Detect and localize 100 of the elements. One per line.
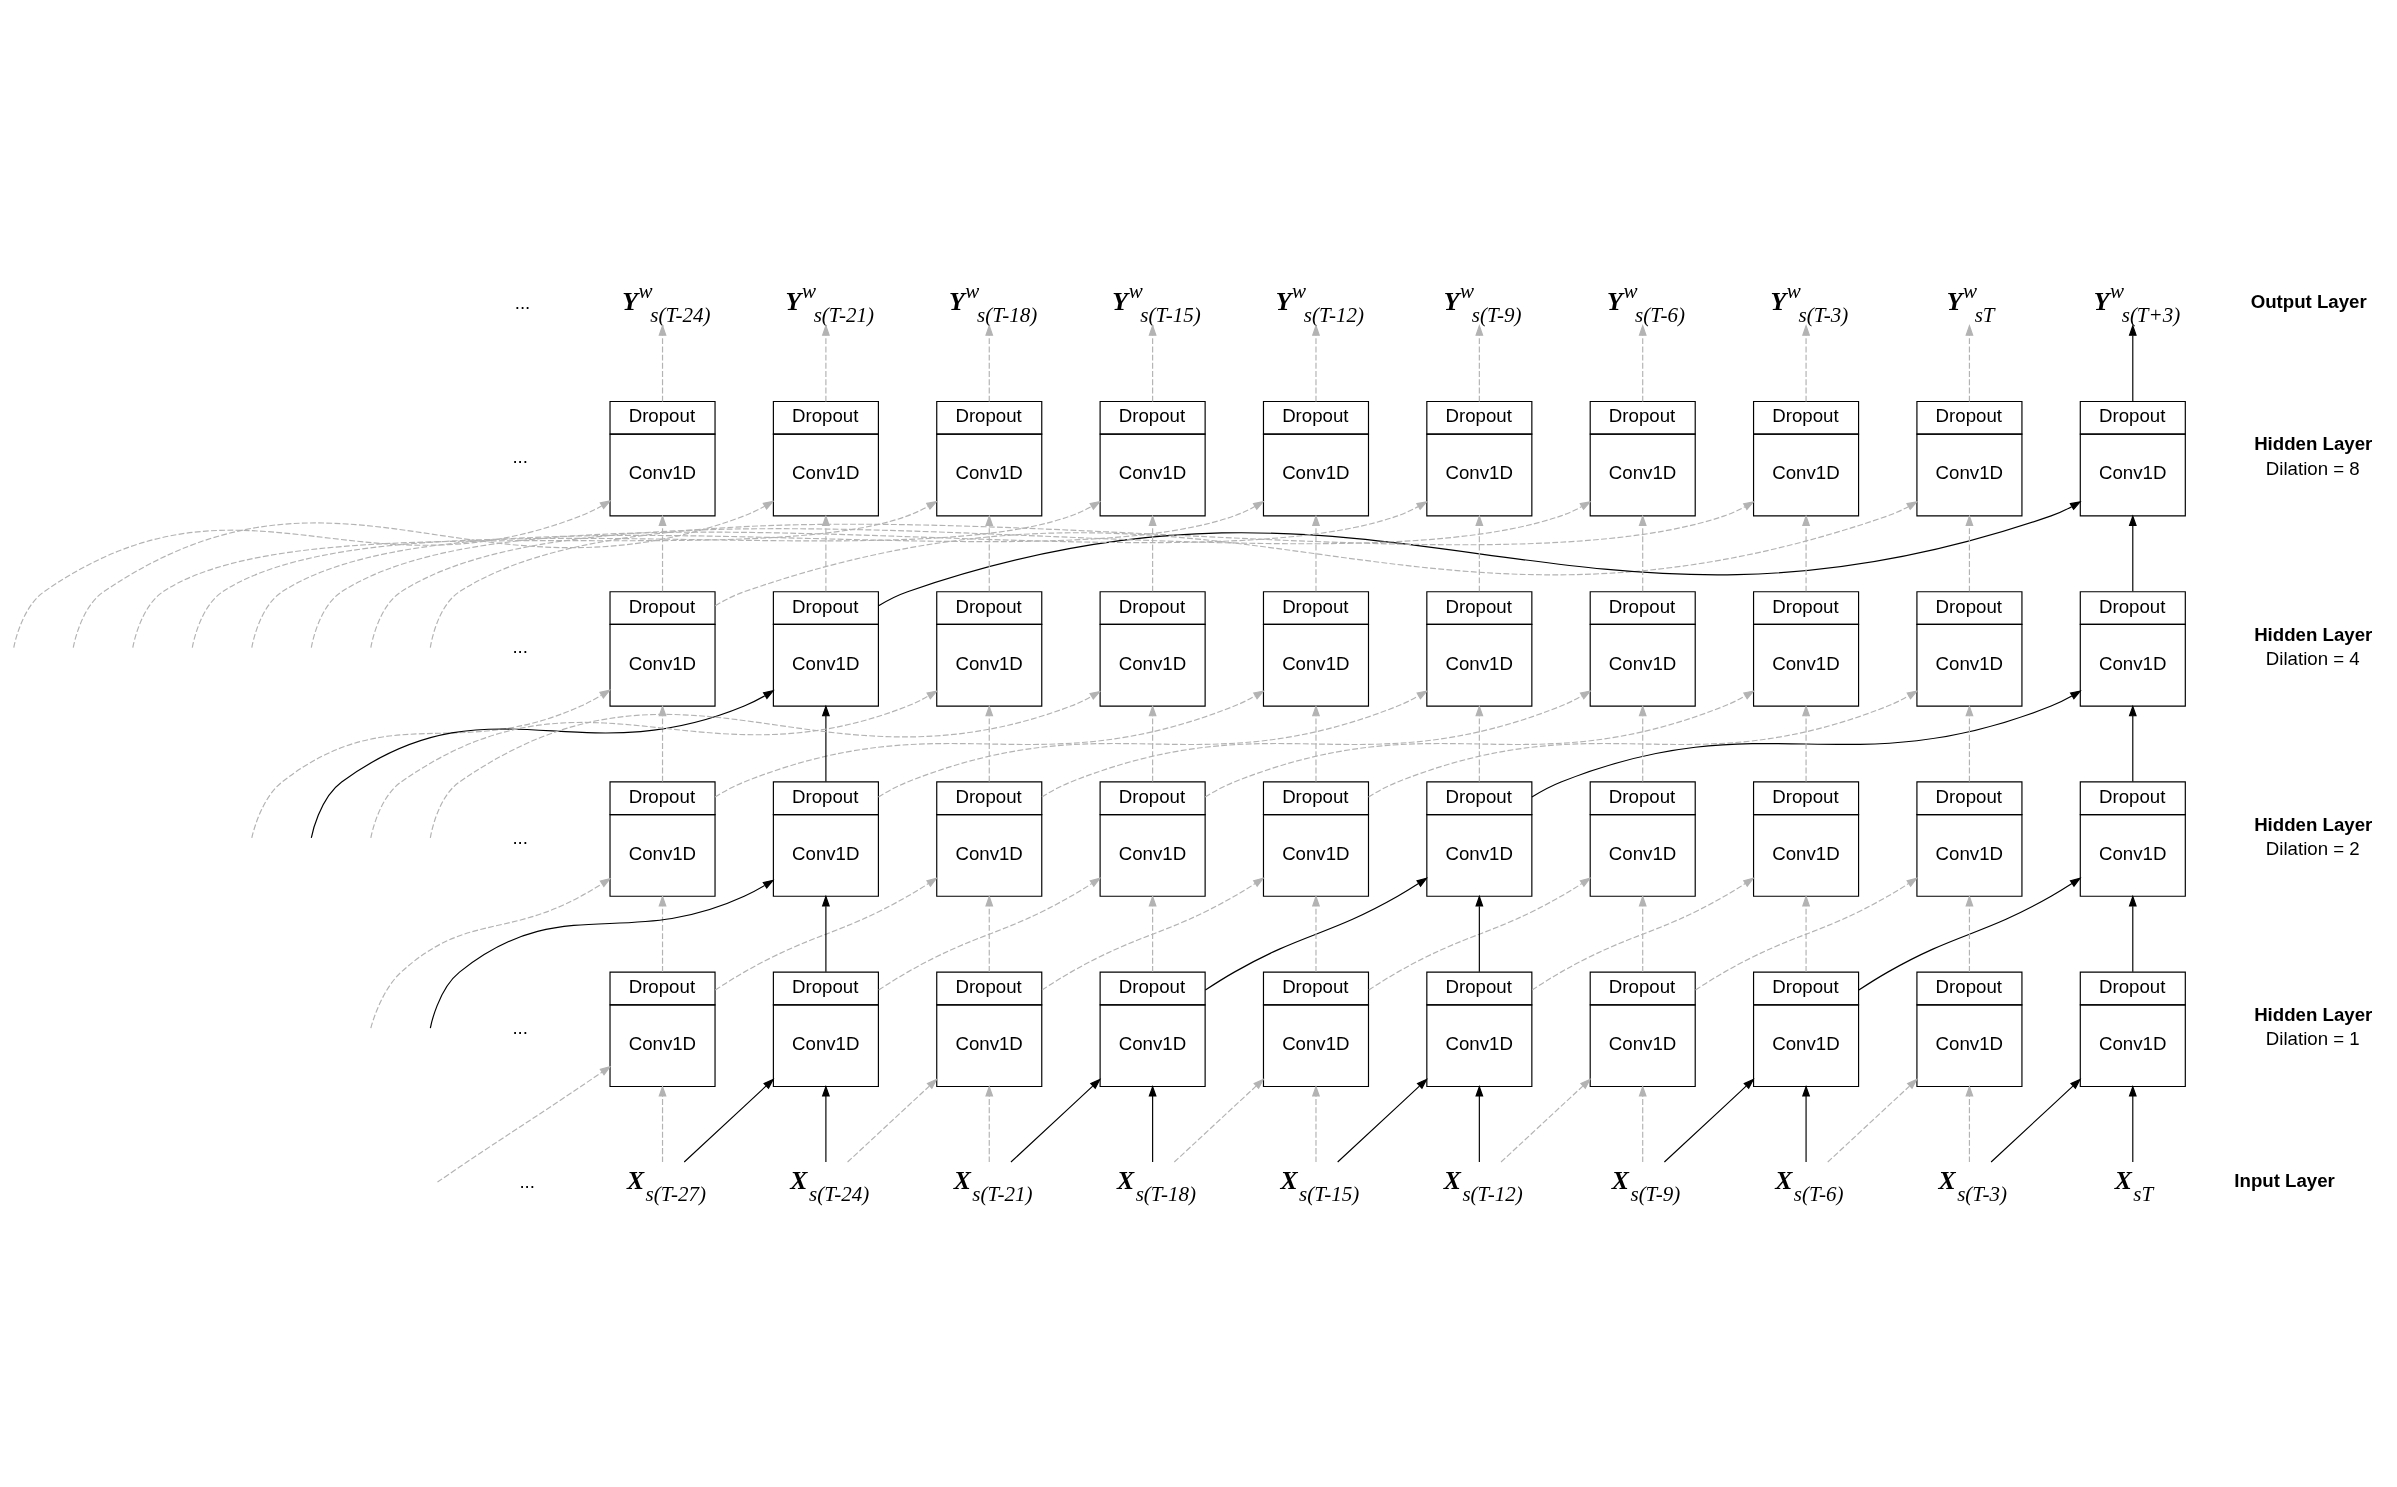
arrow (1475, 1084, 1484, 1163)
node-text: X$_{s(T-18)}$ (1117, 1165, 1196, 1206)
arrow (370, 689, 939, 838)
arrow (658, 513, 667, 592)
arrow (251, 500, 1265, 648)
arrow (1531, 689, 2082, 798)
arrow (1965, 323, 1974, 402)
arrow (2128, 894, 2137, 972)
arrow (683, 1077, 775, 1163)
arrow (985, 513, 994, 592)
node-text: X$_{s(T-12)}$ (1443, 1165, 1523, 1206)
arrow (1827, 1077, 1918, 1163)
arrow (1368, 876, 1592, 991)
arrow (370, 877, 612, 1029)
arrow (658, 323, 667, 402)
arrow (1965, 1084, 1974, 1163)
arrow (2128, 513, 2137, 592)
arrow (1801, 894, 1811, 972)
arrow (878, 876, 1102, 991)
arrow (2128, 1084, 2137, 1163)
arrow (658, 704, 667, 782)
arrow (1475, 323, 1484, 402)
arrow (1475, 704, 1484, 782)
arrow (2128, 704, 2137, 782)
arrow (877, 689, 1429, 798)
node-text: X$_{s(T-24)}$ (790, 1165, 870, 1206)
arrow (1638, 323, 1647, 402)
arrow (985, 704, 994, 782)
arrow (985, 894, 994, 972)
arrow (1204, 876, 1429, 991)
arrow (1337, 1077, 1428, 1163)
arrow (1965, 513, 1974, 592)
arrow (847, 1077, 938, 1163)
label: Dilation = 8 (2265, 457, 2360, 479)
node-text: X$_{s(T-6)}$ (1775, 1165, 1844, 1206)
label: Dilation = 4 (2265, 647, 2360, 669)
arrow (1475, 513, 1484, 592)
arrow (13, 499, 612, 648)
arrow (1148, 1084, 1157, 1163)
arrow (1311, 894, 1321, 972)
arrow (429, 500, 1755, 648)
node-text: X$_{s(T-3)}$ (1938, 1165, 2007, 1206)
arrow (310, 500, 1429, 648)
arrow (714, 689, 1265, 798)
arrow (1475, 894, 1484, 972)
label: ... (514, 291, 531, 313)
label: ... (512, 1016, 528, 1038)
node-text: X$_{s(T-21)}$ (953, 1165, 1033, 1206)
arrow (1148, 513, 1157, 592)
label: ... (519, 1170, 535, 1192)
arrow (658, 1084, 667, 1163)
label: Dilation = 2 (2265, 837, 2360, 859)
arrow (1500, 1077, 1592, 1163)
arrow (1638, 894, 1647, 972)
label: ... (512, 826, 528, 848)
node-text: X$_{s(T-15)}$ (1280, 1165, 1360, 1206)
arrow (985, 1084, 994, 1163)
node-text: X$_{s(T-9)}$ (1611, 1165, 1681, 1206)
arrow (1531, 876, 1755, 991)
label: Dilation = 1 (2265, 1027, 2360, 1049)
label: ... (512, 635, 528, 657)
arrow (821, 513, 830, 592)
node-text: X$_{sT}$ (2114, 1165, 2154, 1206)
arrow (1311, 323, 1321, 402)
arrow (1311, 513, 1321, 592)
arrow (1311, 1084, 1321, 1163)
arrow (1801, 1084, 1811, 1163)
arrow (1638, 704, 1647, 782)
arrow (251, 688, 612, 838)
arrow (1694, 876, 1919, 991)
arrow (1041, 689, 1592, 798)
label: Output Layer (2250, 290, 2367, 312)
arrow (436, 1065, 612, 1183)
arrow (191, 500, 1102, 648)
arrow (1367, 689, 1919, 798)
arrow (821, 323, 830, 402)
arrow (429, 690, 1102, 838)
arrow (1173, 1077, 1265, 1163)
label: ... (512, 445, 528, 467)
arrow (1204, 689, 1756, 798)
arrow (1965, 894, 1974, 972)
arrow (310, 689, 775, 838)
node-text: X$_{s(T-27)}$ (626, 1165, 706, 1206)
arrow (1148, 894, 1157, 972)
arrow (132, 500, 938, 648)
arrow (1858, 876, 2082, 991)
arrow (1148, 704, 1157, 782)
arrow (985, 323, 994, 402)
arrow (821, 894, 830, 972)
label: Hidden Layer (2254, 432, 2373, 454)
label: Hidden Layer (2254, 623, 2373, 644)
arrow (1010, 1077, 1102, 1163)
arrow (2128, 323, 2137, 402)
arrow (714, 500, 1919, 606)
arrow (429, 878, 775, 1029)
arrow (1041, 876, 1265, 991)
arrow (370, 500, 1592, 648)
arrow (72, 500, 775, 648)
arrow (878, 500, 2082, 606)
arrow (1663, 1077, 1755, 1163)
